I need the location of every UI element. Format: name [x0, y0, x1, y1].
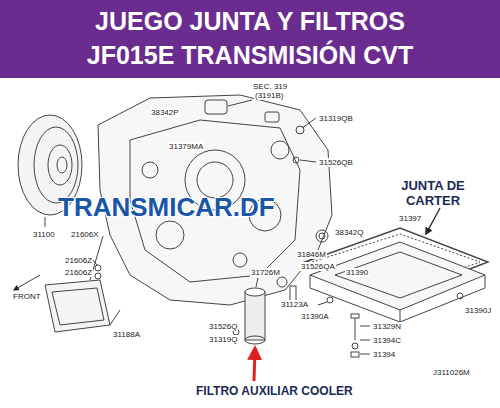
- callout-number: 31319QB: [318, 114, 354, 123]
- callout-number: 31526QB: [318, 158, 354, 167]
- callout-number: 21606Z: [64, 268, 93, 277]
- callout-label: FILTRO AUXILIAR COOLER: [196, 384, 353, 398]
- callout-number: 38342Q: [334, 228, 364, 237]
- callout-number: 31379MA: [168, 142, 204, 151]
- callout-number: (3191B): [254, 91, 284, 100]
- callout-number: 31394: [372, 350, 396, 359]
- callout-number: 31726M: [250, 268, 281, 277]
- callout-number: J311026M: [432, 368, 471, 377]
- callout-number: 31846M: [296, 250, 327, 259]
- callout-number: SEC. 319: [252, 82, 288, 91]
- callout-number: 31319Q: [208, 335, 238, 344]
- callout-number: 31390J: [464, 306, 492, 315]
- title: JUEGO JUNTA Y FILTROS JF015E TRANSMISIÓN…: [50, 4, 450, 72]
- callout-number: 31188A: [112, 330, 141, 339]
- callout-label: JUNTA DE CARTER: [388, 178, 478, 208]
- callout-number: 38342P: [150, 108, 180, 117]
- callout-number: 31394C: [372, 336, 402, 345]
- callout-number: 31397: [398, 214, 422, 223]
- callout-number: 31100: [32, 230, 56, 239]
- callout-number: 21606X: [70, 230, 100, 239]
- callout-number: 31390A: [300, 312, 330, 321]
- callout-number: 31390: [345, 268, 369, 277]
- callout-number: 31526Q: [208, 322, 238, 331]
- watermark: TRANSMICAR.DF: [58, 192, 275, 222]
- callout-number: 31123A: [280, 300, 309, 309]
- callout-number: 31526QA: [300, 262, 336, 271]
- callout-number: 31329N: [372, 322, 402, 331]
- callout-number: 21606Z: [64, 256, 93, 265]
- callout-number: FRONT: [12, 292, 42, 301]
